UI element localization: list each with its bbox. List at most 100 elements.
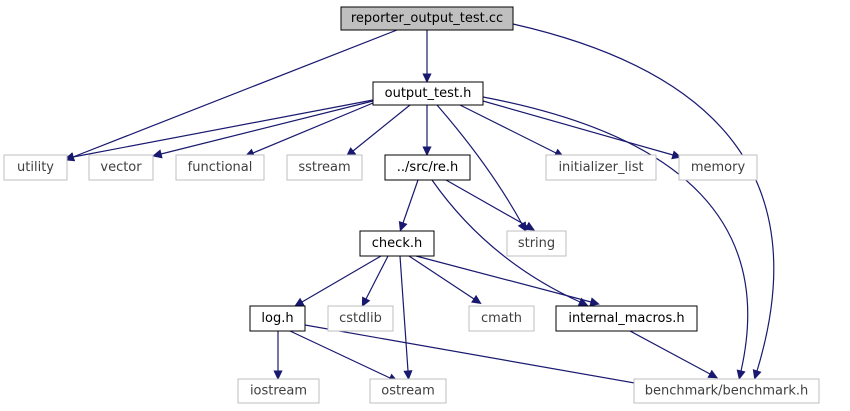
edge-line: [304, 324, 647, 386]
node-cmath: cmath: [468, 305, 535, 332]
arrowhead-icon: [471, 294, 482, 305]
node-cstdlib: cstdlib: [327, 305, 394, 332]
node-box: [545, 154, 657, 181]
edge-line: [445, 179, 528, 227]
edge-check-to-log: [294, 255, 382, 307]
node-box: [3, 154, 68, 181]
node-label: iostream: [250, 384, 307, 399]
edge-output_test-to-benchmark: [482, 96, 749, 380]
edge-re-to-check: [398, 179, 419, 232]
edge-output_test-to-memory: [482, 100, 682, 160]
edge-re-to-internal_macros: [431, 179, 589, 306]
arrowhead-icon: [707, 369, 719, 379]
arrowhead-icon: [524, 221, 535, 231]
arrowhead-icon: [152, 149, 163, 159]
node-label: reporter_output_test.cc: [351, 11, 503, 26]
node-label: string: [518, 236, 555, 251]
edge-output_test-to-initializer_list: [459, 104, 565, 158]
node-box: [384, 154, 471, 181]
node-label: internal_macros.h: [568, 311, 684, 326]
node-label: log.h: [261, 311, 293, 326]
arrowhead-icon: [589, 297, 600, 307]
arrowhead-icon: [577, 297, 589, 306]
node-label: sstream: [298, 160, 350, 175]
node-utility: utility: [3, 154, 68, 181]
node-label: ostream: [381, 384, 435, 399]
edge-reporter_output_test-to-utility: [64, 29, 398, 162]
node-label: vector: [100, 160, 142, 175]
node-memory: memory: [678, 154, 758, 181]
node-box: [175, 154, 265, 181]
node-box: [327, 305, 394, 332]
node-string: string: [506, 230, 567, 257]
edge-output_test-to-re: [422, 105, 432, 157]
edge-line: [459, 104, 557, 154]
edge-line: [402, 179, 419, 224]
node-label: functional: [188, 160, 253, 175]
edge-check-to-internal_macros: [415, 255, 600, 307]
node-initializer-list: initializer_list: [545, 154, 657, 181]
edge-check-to-cstdlib: [361, 255, 389, 308]
node-box: [372, 81, 484, 106]
edge-log-to-benchmark: [304, 324, 656, 390]
node-log[interactable]: log.h: [249, 305, 306, 332]
node-box: [678, 154, 758, 181]
edge-output_test-to-functional: [244, 102, 374, 158]
edge-internal_macros-to-benchmark: [629, 330, 719, 379]
node-sstream: sstream: [286, 154, 363, 181]
node-label: ../src/re.h: [397, 160, 458, 175]
node-label: utility: [17, 160, 54, 175]
node-check[interactable]: check.h: [359, 230, 435, 257]
edge-line: [252, 102, 374, 154]
edge-line: [160, 100, 374, 155]
edge-reporter_output_test-to-benchmark: [512, 23, 775, 380]
edges-layer: [63, 23, 775, 390]
node-label: check.h: [372, 236, 422, 251]
node-output-test[interactable]: output_test.h: [372, 81, 484, 106]
node-label: memory: [691, 160, 746, 175]
edge-line: [399, 255, 409, 372]
node-box: [88, 154, 154, 181]
edge-output_test-to-utility: [63, 99, 374, 162]
node-box: [359, 230, 435, 257]
edge-re-to-string: [445, 179, 535, 231]
node-box: [468, 305, 535, 332]
edge-line: [365, 255, 389, 300]
edge-check-to-cmath: [408, 255, 482, 305]
edge-log-to-iostream: [273, 331, 283, 381]
node-box: [555, 305, 698, 332]
edge-line: [482, 96, 749, 372]
node-internal-macros[interactable]: internal_macros.h: [555, 305, 698, 332]
node-box: [506, 230, 567, 257]
edge-output_test-to-sstream: [345, 104, 411, 157]
node-box: [340, 6, 514, 31]
node-box: [369, 378, 447, 404]
node-iostream: iostream: [237, 378, 320, 404]
node-re[interactable]: ../src/re.h: [384, 154, 471, 181]
arrowhead-icon: [422, 146, 432, 157]
edge-line: [431, 179, 581, 303]
node-reporter-output-test[interactable]: reporter_output_test.cc: [340, 6, 514, 31]
edge-line: [72, 29, 398, 158]
node-label: cmath: [481, 311, 522, 326]
arrowhead-icon: [294, 297, 305, 307]
edge-line: [436, 104, 523, 225]
arrowhead-icon: [736, 369, 746, 380]
edge-reporter_output_test-to-output_test: [422, 30, 432, 84]
edge-line: [289, 330, 391, 379]
edge-line: [352, 104, 411, 152]
edge-output_test-to-vector: [152, 100, 374, 159]
node-ostream: ostream: [369, 378, 447, 404]
node-benchmark: benchmark/benchmark.h: [633, 378, 820, 404]
arrowhead-icon: [752, 369, 762, 380]
node-vector: vector: [88, 154, 154, 181]
nodes-layer: reporter_output_test.cc output_test.hutil…: [3, 6, 820, 404]
arrowhead-icon: [422, 73, 432, 84]
node-label: output_test.h: [385, 86, 472, 101]
edge-line: [415, 255, 592, 303]
node-box: [237, 378, 320, 404]
node-label: cstdlib: [339, 311, 382, 326]
edge-line: [482, 100, 674, 156]
node-box: [286, 154, 363, 181]
